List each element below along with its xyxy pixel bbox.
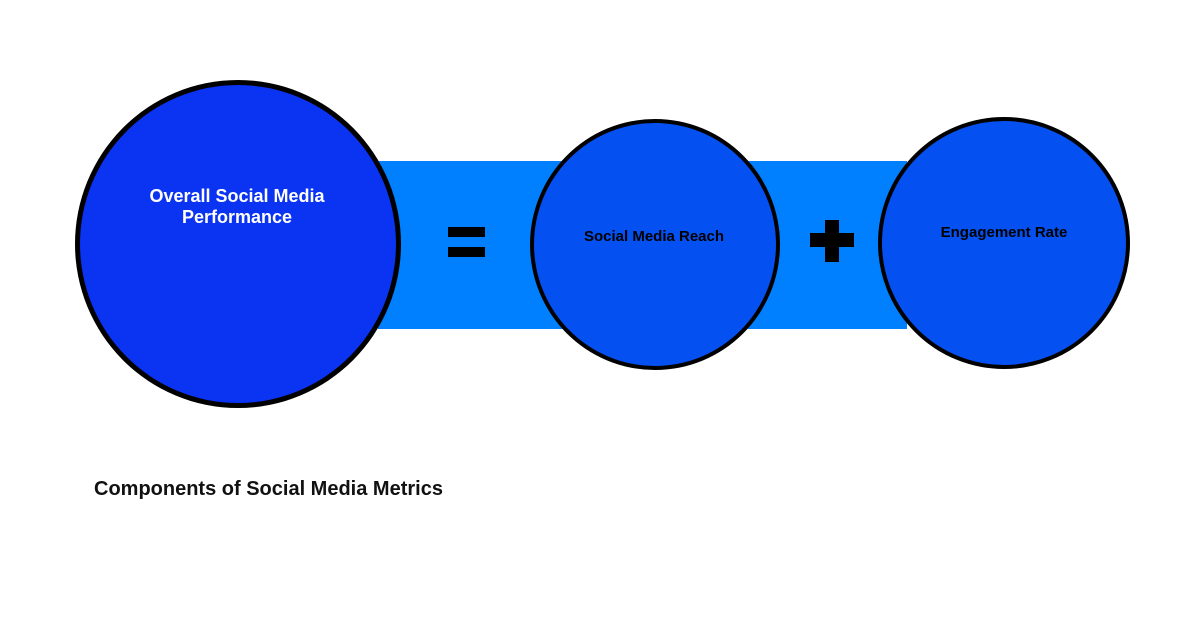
circle-social-media-reach (530, 119, 780, 370)
plus-icon (810, 220, 854, 262)
engagement-rate-label: Engagement Rate (940, 224, 1068, 241)
equals-icon (448, 227, 485, 257)
equals-top-bar (448, 227, 485, 237)
circle-overall-performance (75, 80, 401, 408)
social-media-reach-label: Social Media Reach (583, 228, 725, 245)
overall-performance-label: Overall Social Media Performance (149, 186, 325, 227)
diagram-caption: Components of Social Media Metrics (94, 478, 443, 500)
plus-vertical-bar (825, 220, 839, 262)
circle-engagement-rate (878, 117, 1130, 369)
equals-bottom-bar (448, 247, 485, 257)
